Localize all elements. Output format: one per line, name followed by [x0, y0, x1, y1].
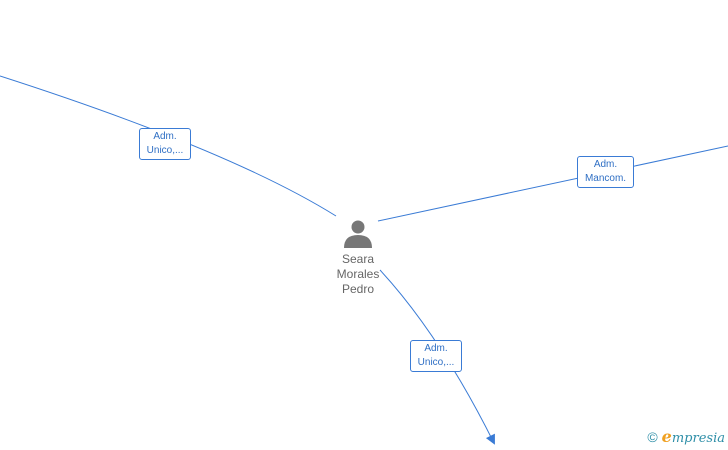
edge-label-line: Mancom.: [584, 173, 627, 184]
empresia-logo: empresia: [662, 427, 725, 446]
edge-label-line: Adm.: [153, 131, 177, 142]
edge-line-top-left: [0, 75, 337, 217]
person-name-line: Morales: [336, 267, 380, 281]
person-name: Seara Morales Pedro: [322, 252, 394, 297]
logo-initial: e: [661, 427, 672, 446]
person-node[interactable]: Seara Morales Pedro: [322, 218, 394, 297]
person-name-line: Seara: [341, 252, 375, 266]
edge-label-line: Unico,...: [146, 145, 184, 156]
edge-label-line: Unico,...: [417, 357, 455, 368]
brand-watermark: © empresia: [647, 427, 725, 446]
logo-text: mpresia: [671, 431, 725, 446]
edge-label-right[interactable]: Adm. Mancom.: [577, 156, 634, 188]
edge-label-bottom[interactable]: Adm. Unico,...: [410, 340, 462, 372]
edge-line-right: [377, 145, 728, 222]
person-name-line: Pedro: [341, 282, 375, 296]
copyright-icon: ©: [647, 428, 658, 445]
edge-label-line: Adm.: [593, 159, 618, 170]
person-icon: [344, 220, 372, 248]
edge-label-top-left[interactable]: Adm. Unico,...: [139, 128, 191, 160]
edge-label-line: Adm.: [424, 343, 448, 354]
